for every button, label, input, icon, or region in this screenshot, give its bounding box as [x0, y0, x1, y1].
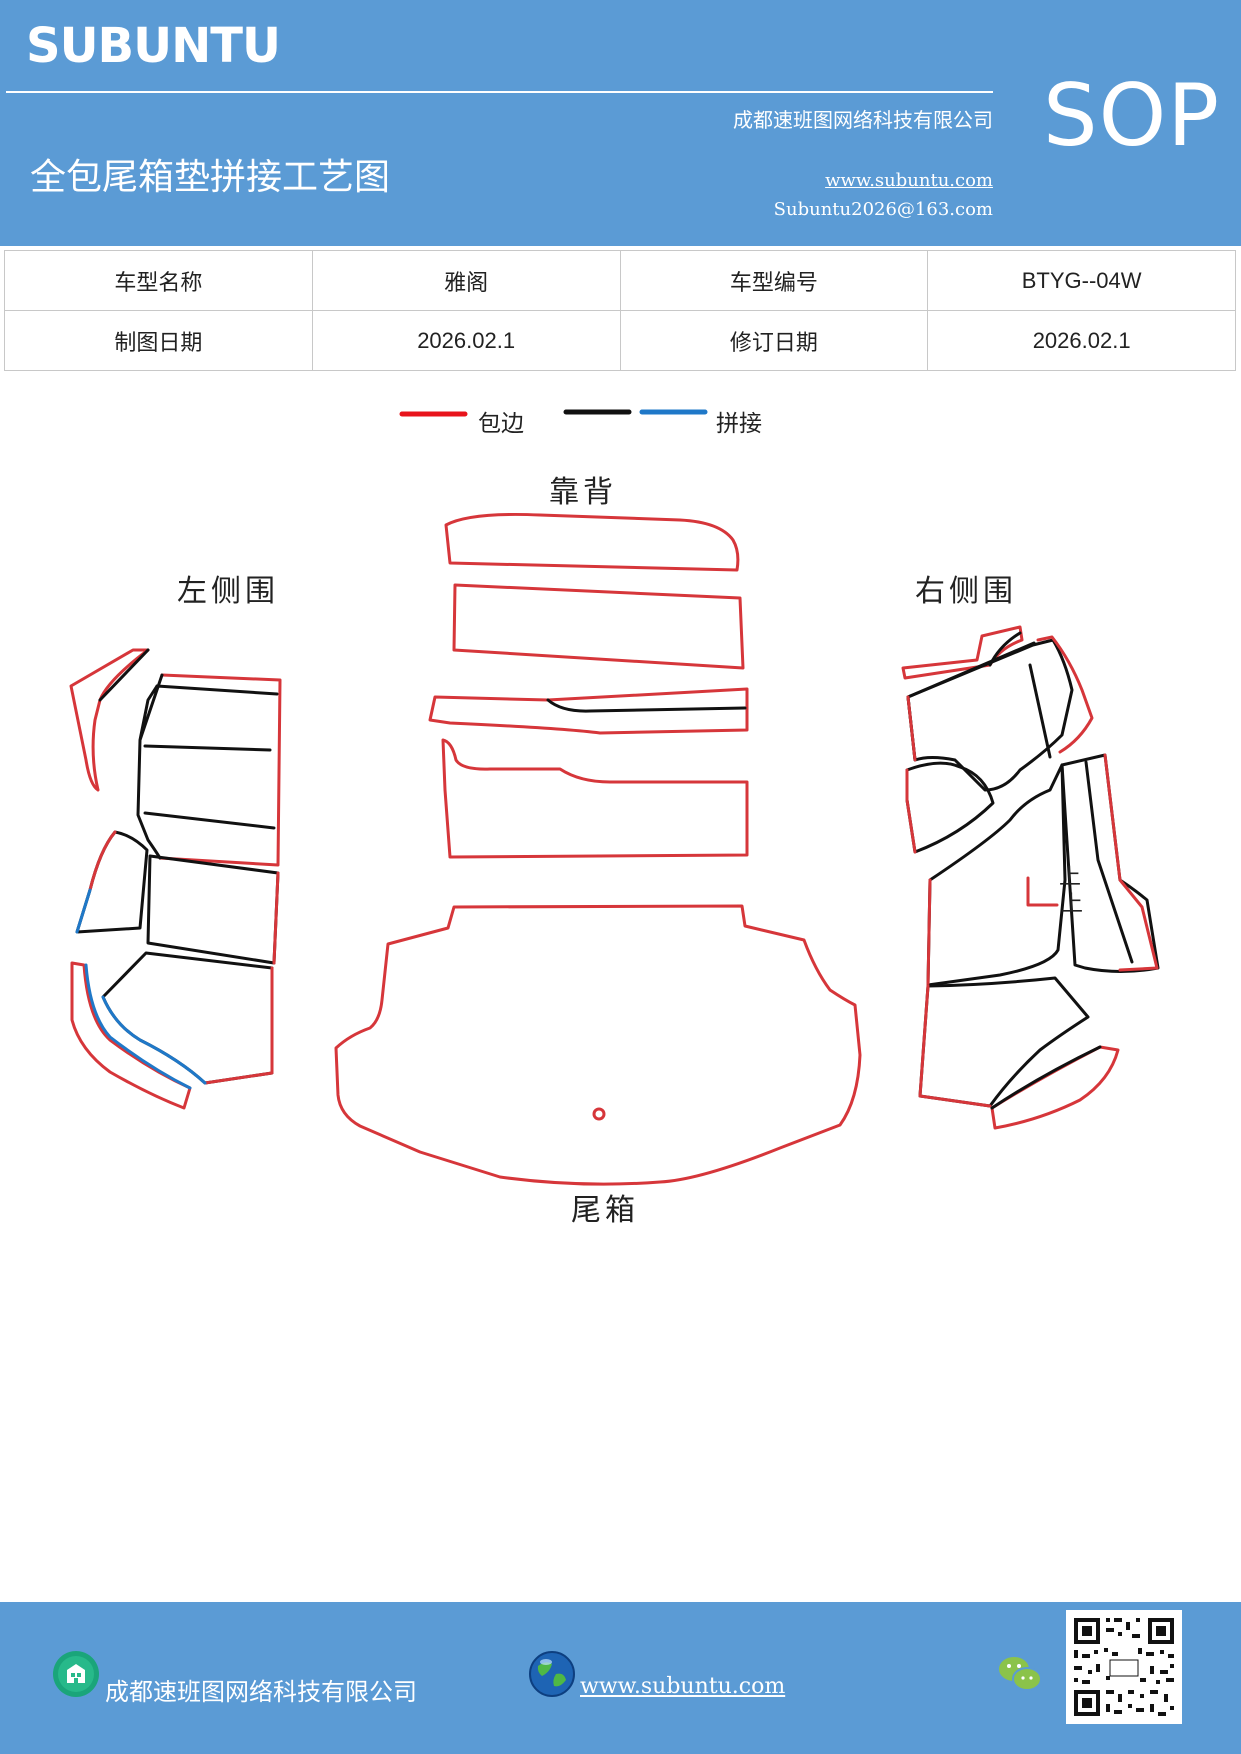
left-panel-c-splice [75, 888, 92, 934]
header-email: Subuntu2026@163.com [773, 199, 993, 220]
left-panel-b-seams [136, 673, 279, 860]
right-panel-e-seam [1084, 760, 1134, 964]
orientation-mark: 上 [1061, 892, 1084, 917]
sop-badge: SOP [1043, 66, 1221, 166]
header-website-link[interactable]: www.subuntu.com [825, 170, 993, 191]
table-cell-label: 车型名称 [4, 250, 313, 311]
footer-website-link[interactable]: www.subuntu.com [580, 1674, 786, 1699]
right-panel-e-edge [1103, 753, 1159, 972]
table-cell-label: 修订日期 [619, 310, 929, 371]
orientation-mark: 上 [1059, 865, 1082, 890]
left-panel-f-splice [84, 963, 192, 1090]
backrest-pieces [428, 512, 749, 859]
backrest-seam-3 [546, 698, 747, 713]
wechat-icon[interactable] [996, 1652, 1044, 1696]
right-panel-b-edge2 [906, 695, 917, 762]
part-label-left-side: 左侧围 [177, 574, 279, 609]
header-banner: SUBUNTU 成都速班图网络科技有限公司 全包尾箱垫拼接工艺图 www.sub… [0, 0, 1241, 246]
right-panel-g [990, 1045, 1120, 1130]
left-panel-e [101, 951, 274, 1085]
table-cell-value: 雅阁 [311, 250, 621, 311]
footer-banner: 成都速班图网络科技有限公司 www.subuntu.com [0, 1602, 1241, 1754]
backrest-panel-1 [444, 512, 740, 572]
left-panel-d-edge [272, 871, 280, 965]
right-panel-g-seam [990, 1045, 1102, 1110]
page-title: 全包尾箱垫拼接工艺图 [30, 157, 391, 198]
table-cell-value: BTYG--04W [927, 250, 1236, 311]
table-row: 车型名称 雅阁 车型编号 BTYG--04W [4, 250, 1236, 311]
backrest-panel-3 [428, 687, 749, 735]
left-side-pieces [69, 648, 282, 1110]
part-label-right-side: 右侧围 [915, 574, 1017, 609]
left-panel-top-edge [69, 648, 150, 792]
table-row: 制图日期 2026.02.1 修订日期 2026.02.1 [4, 310, 1236, 371]
right-panel-d [926, 763, 1067, 987]
table-cell-label: 制图日期 [4, 310, 313, 371]
right-panel-f [918, 976, 1090, 1108]
legend-label-splice: 拼接 [716, 411, 762, 437]
left-panel-c [75, 830, 149, 934]
brand-logo: SUBUNTU [26, 18, 281, 74]
building-icon [53, 1651, 99, 1697]
left-panel-b [158, 673, 282, 867]
part-label-trunk: 尾箱 [571, 1193, 639, 1228]
table-cell-value: 2026.02.1 [927, 310, 1236, 371]
table-cell-value: 2026.02.1 [311, 310, 621, 371]
right-side-pieces [901, 625, 1160, 1130]
table-cell-label: 车型编号 [619, 250, 929, 311]
right-panel-b [906, 638, 1074, 792]
header-company: 成都速班图网络科技有限公司 [733, 108, 993, 132]
legend-label-edge: 包边 [478, 411, 524, 437]
right-panel-a [901, 625, 1024, 680]
trunk-panel [334, 904, 862, 1186]
right-panel-f-edge [918, 984, 992, 1108]
backrest-panel-4 [441, 738, 749, 859]
right-panel-b-seams [906, 641, 1052, 762]
right-panel-c [905, 761, 995, 854]
right-panel-d-edge [926, 876, 1059, 987]
footer-company: 成都速班图网络科技有限公司 [105, 1678, 417, 1706]
qr-code [1066, 1610, 1182, 1724]
trunk-pieces [334, 904, 862, 1186]
header-divider [6, 91, 993, 93]
left-panel-d [146, 854, 280, 965]
left-panel-e-splice [101, 995, 207, 1085]
globe-icon [529, 1651, 575, 1697]
right-panel-b-edge [1036, 635, 1094, 754]
trunk-hole [592, 1107, 606, 1121]
part-label-backrest: 靠背 [549, 475, 617, 510]
backrest-panel-2 [452, 583, 745, 670]
right-panel-c-edge [905, 768, 917, 854]
left-panel-e-edge [203, 966, 274, 1085]
left-panel-a-seam [98, 648, 150, 702]
left-panel-c-edge [88, 830, 117, 892]
vehicle-info-table: 车型名称 雅阁 车型编号 BTYG--04W 制图日期 2026.02.1 修订… [4, 250, 1236, 371]
